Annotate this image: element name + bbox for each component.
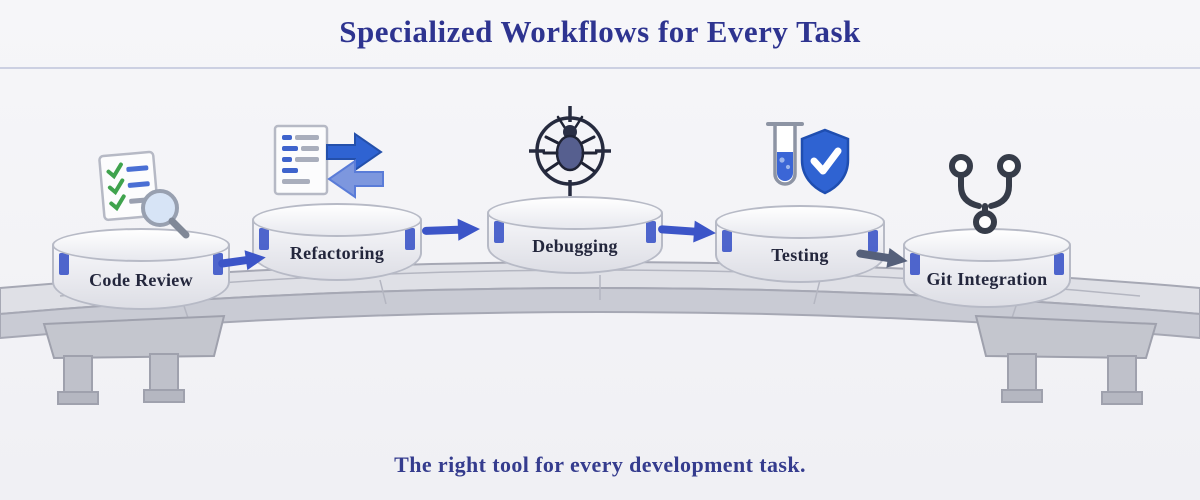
caption: The right tool for every development tas… [394, 452, 806, 477]
refactoring-icon [273, 124, 384, 199]
step-label: Testing [771, 245, 829, 265]
page-title: Specialized Workflows for Every Task [339, 14, 861, 49]
step-label: Git Integration [926, 269, 1048, 289]
pedestal: Refactoring [252, 203, 422, 281]
git-integration-icon [949, 154, 1021, 234]
header: Specialized Workflows for Every Task [0, 0, 1200, 50]
step-label: Code Review [89, 270, 193, 290]
left-pier [42, 314, 226, 405]
step-label: Debugging [532, 236, 618, 256]
testing-icon [766, 122, 850, 195]
pedestal: Git Integration [903, 228, 1071, 308]
code-review-icon [98, 150, 190, 239]
title-divider [0, 67, 1200, 69]
pedestal: Debugging [487, 196, 663, 274]
debugging-icon [529, 106, 611, 196]
right-pier [974, 314, 1158, 405]
footer: The right tool for every development tas… [0, 452, 1200, 478]
pedestal: Code Review [52, 228, 230, 310]
pedestal: Testing [715, 205, 885, 283]
step-label: Refactoring [289, 243, 385, 263]
